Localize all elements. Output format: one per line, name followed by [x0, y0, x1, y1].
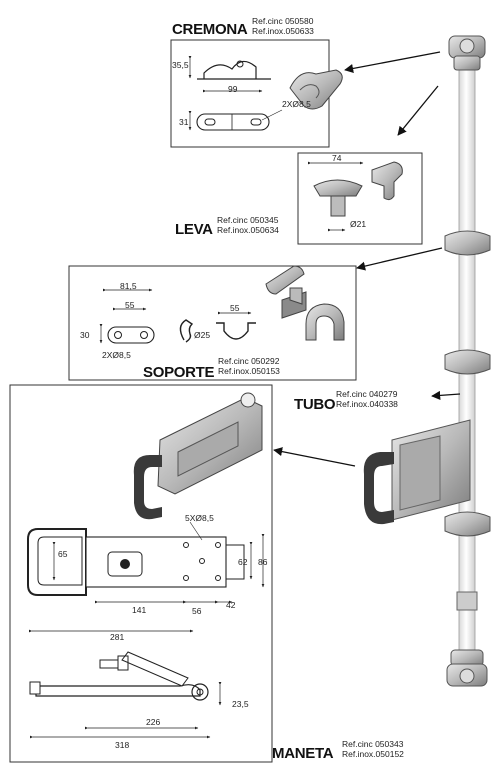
- arrow-maneta: [273, 447, 356, 467]
- leva-ref-inox: Ref.inox.050634: [217, 225, 279, 235]
- cremona-dim-holes: 2XØ8,5: [282, 99, 311, 109]
- cremona-dim-height-top: 35,5: [172, 60, 189, 70]
- tube-clip-3: [444, 511, 491, 537]
- cremona-title: CREMONA: [172, 21, 248, 38]
- cremona-dim-height-bottom: 31: [179, 117, 189, 127]
- maneta-dim-holes: 5XØ8,5: [185, 513, 214, 523]
- cremona-ref-cinc: Ref.cinc 050580: [252, 16, 314, 26]
- maneta-dim-total: 318: [115, 740, 130, 750]
- cremona-panel: [170, 39, 343, 148]
- soporte-dim-height: 30: [80, 330, 90, 340]
- maneta-ref-inox: Ref.inox.050152: [342, 749, 404, 759]
- leva-dim-width: 74: [332, 153, 342, 163]
- maneta-dim-h2: 62: [238, 557, 248, 567]
- tube-maneta: [363, 419, 471, 525]
- leva-dim-diameter: Ø21: [350, 219, 367, 229]
- pointer-arrows: [273, 51, 461, 467]
- soporte-dim-diameter: Ø25: [194, 330, 211, 340]
- maneta-dim-l4: 226: [146, 717, 161, 727]
- maneta-dim-l3: 42: [226, 600, 236, 610]
- leva-ref-cinc: Ref.cinc 050345: [217, 215, 279, 225]
- maneta-panel: [9, 384, 273, 763]
- soporte-dim-holes: 2XØ8,5: [102, 350, 131, 360]
- arrow-soporte: [356, 247, 443, 271]
- tubo-title: TUBO: [294, 396, 336, 413]
- soporte-dim-outer: 81,5: [120, 281, 137, 291]
- tube-clip-2: [444, 349, 491, 375]
- tubo-ref-cinc: Ref.cinc 040279: [336, 389, 398, 399]
- maneta-dim-l2: 56: [192, 606, 202, 616]
- leva-title: LEVA: [175, 221, 213, 238]
- tube-clip-1: [444, 230, 491, 256]
- soporte-ref-cinc: Ref.cinc 050292: [218, 356, 280, 366]
- soporte-title: SOPORTE: [143, 364, 215, 381]
- tubo-ref-inox: Ref.inox.040338: [336, 399, 398, 409]
- arrow-leva: [397, 85, 439, 136]
- cremona-ref-inox: Ref.inox.050633: [252, 26, 314, 36]
- maneta-ref-cinc: Ref.cinc 050343: [342, 739, 404, 749]
- arrow-cremona: [344, 51, 441, 73]
- maneta-dim-h3: 86: [258, 557, 268, 567]
- maneta-title: MANETA: [272, 745, 334, 762]
- soporte-dim-inner: 55: [125, 300, 135, 310]
- maneta-dim-offset: 23,5: [232, 699, 249, 709]
- maneta-dim-l1: 141: [132, 605, 147, 615]
- maneta-dim-h1: 65: [58, 549, 68, 559]
- cremona-dim-length: 99: [228, 84, 238, 94]
- soporte-panel: [68, 265, 357, 381]
- tube-assembly: [363, 35, 491, 687]
- arrow-tubo: [431, 390, 461, 400]
- leva-panel: [297, 152, 423, 245]
- soporte-ref-inox: Ref.inox.050153: [218, 366, 280, 376]
- maneta-dim-total-top: 281: [110, 632, 125, 642]
- soporte-dim-clip-width: 55: [230, 303, 240, 313]
